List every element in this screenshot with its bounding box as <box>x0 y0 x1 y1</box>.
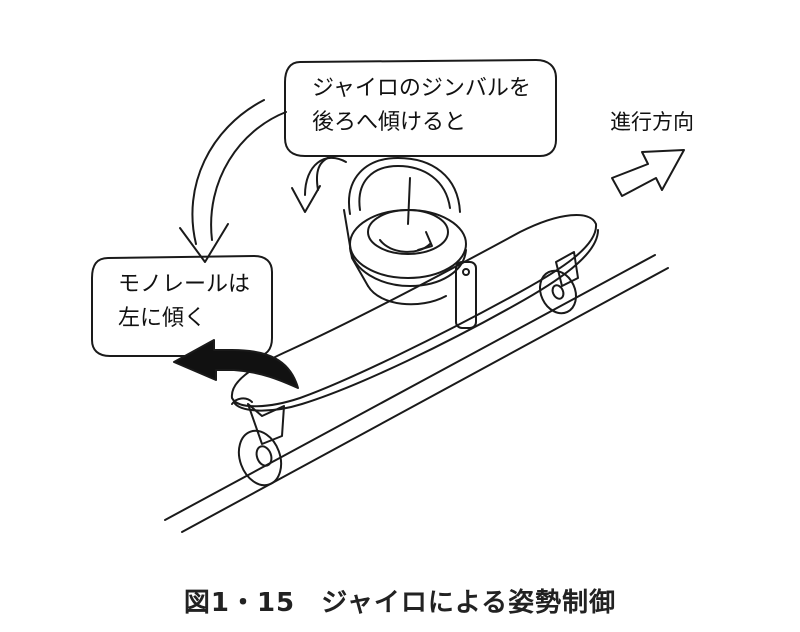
gyroscope <box>343 157 477 329</box>
front-wheel <box>539 251 579 315</box>
gimbal-tilt-arrow-icon <box>291 155 347 213</box>
bubble-monorail-line1: モノレールは <box>118 272 251 297</box>
pointer-arrow-icon <box>179 99 287 263</box>
figure-caption: 図1・15 ジャイロによる姿勢制御 <box>0 582 800 619</box>
rear-wheel <box>231 397 285 487</box>
caption-number: 図1・15 <box>183 588 296 618</box>
bubble-gimbal-line1: ジャイロのジンバルを <box>312 76 531 101</box>
bubble-gimbal-line2: 後ろへ傾けると <box>312 110 467 135</box>
bubble-gimbal-outline <box>284 59 557 157</box>
direction-arrow-icon <box>611 149 685 197</box>
tilt-left-arrow-icon <box>173 339 299 389</box>
bubble-monorail-line2: 左に傾く <box>118 306 207 331</box>
direction-label: 進行方向 <box>610 110 694 134</box>
monorail-body <box>230 214 599 412</box>
bubble-gimbal-text: ジャイロのジンバルを 後ろへ傾けると <box>312 72 531 140</box>
caption-title: ジャイロによる姿勢制御 <box>321 588 617 618</box>
bubble-monorail-text: モノレールは 左に傾く <box>118 268 250 336</box>
